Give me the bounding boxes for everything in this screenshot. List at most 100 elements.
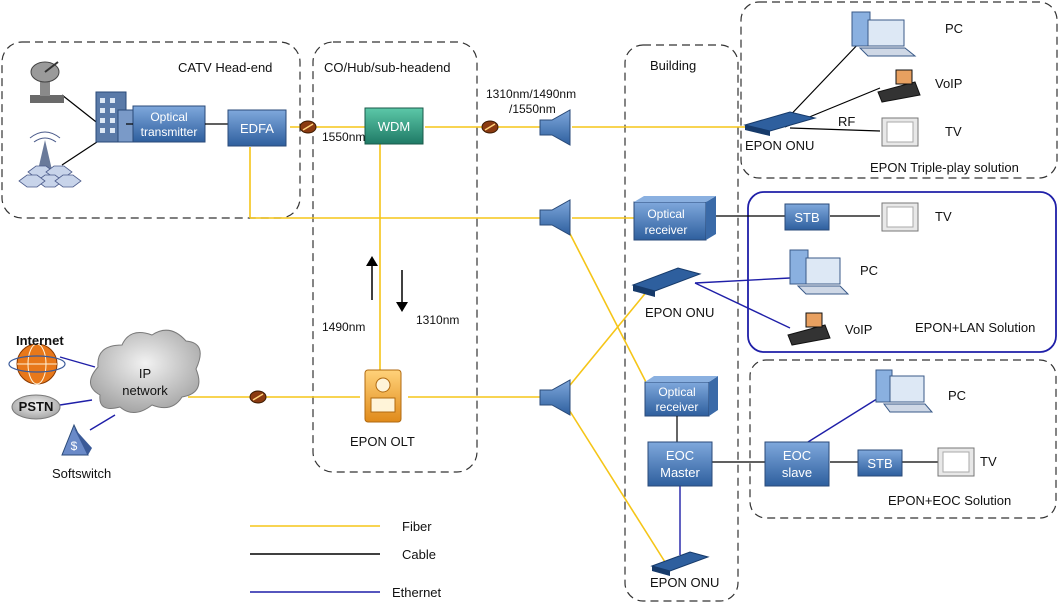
wdm[interactable]: WDM: [364, 107, 424, 145]
edfa[interactable]: EDFA: [227, 109, 287, 147]
cable-dish-building: [61, 94, 101, 126]
stb-lan[interactable]: STB: [784, 203, 830, 231]
legend-fiber-label: Fiber: [402, 519, 432, 534]
eth-onu-voip: [694, 282, 791, 329]
catv-headend-label: CATV Head-end: [178, 60, 272, 75]
eoc-master-line1: EOC: [666, 448, 694, 463]
epon-onu-mid-label: EPON ONU: [645, 305, 714, 320]
pstn-label: PSTN: [19, 399, 54, 414]
triple-wavelength-line1: 1310nm/1490nm: [486, 87, 576, 101]
eth-onu-pc: [694, 277, 791, 284]
ip-network-line1: IP: [139, 366, 151, 381]
fiber-connector-icon: [481, 120, 499, 134]
voip-lan-icon: [787, 312, 831, 346]
wavelength-1490: 1490nm: [322, 320, 365, 334]
stb-eoc[interactable]: STB: [857, 449, 903, 477]
stb-eoc-label: STB: [867, 456, 892, 471]
triple-wavelength-line2: /1550nm: [509, 102, 556, 116]
epon-onu-mid-icon[interactable]: [631, 267, 702, 297]
triple-play-label: EPON Triple-play solution: [870, 160, 1019, 175]
fiber-splitter3-onu-bottom: [565, 404, 666, 563]
softswitch-icon: $: [61, 423, 92, 456]
pc-lan-label: PC: [860, 263, 878, 278]
fiber-splitter3-onu-mid: [565, 289, 649, 391]
triple-play-group: EPON Triple-play solution: [740, 1, 1058, 179]
internet-label: Internet: [16, 333, 64, 348]
eth-slave-pc: [799, 396, 881, 448]
wavelength-1310: 1310nm: [416, 313, 459, 327]
epon-onu-bottom-label: EPON ONU: [650, 575, 719, 590]
legend-cable-label: Cable: [402, 547, 436, 562]
lan-solution-border: [747, 191, 1057, 353]
optical-receiver-2[interactable]: Optical receiver: [644, 376, 718, 417]
eoc-master-line2: Master: [660, 465, 700, 480]
optical-receiver-1-line2: receiver: [645, 223, 688, 237]
epon-onu-triple-label: EPON ONU: [745, 138, 814, 153]
wdm-label: WDM: [378, 119, 411, 134]
fiber-splitter2-receiver2: [565, 225, 649, 387]
tv-triple-label: TV: [945, 124, 962, 139]
eoc-slave-line1: EOC: [783, 448, 811, 463]
epon-olt-label: EPON OLT: [350, 434, 415, 449]
lan-solution-label: EPON+LAN Solution: [915, 320, 1035, 335]
pc-eoc-icon: [875, 369, 934, 413]
cable-onu-pc: [779, 39, 863, 127]
cable-tower-building: [61, 139, 101, 166]
optical-receiver-1[interactable]: Optical receiver: [633, 196, 716, 241]
ip-network-cloud-icon[interactable]: IP network: [90, 329, 201, 413]
tv-triple-icon: [881, 117, 919, 147]
lan-solution-group: EPON+LAN Solution: [747, 191, 1057, 353]
optical-transmitter-line1: Optical: [150, 110, 187, 124]
pc-eoc-label: PC: [948, 388, 966, 403]
legend-ethernet-label: Ethernet: [392, 585, 442, 600]
tv-eoc-icon: [937, 447, 975, 477]
building-group: Building: [624, 44, 739, 602]
eth-softswitch-ip: [89, 414, 116, 431]
epon-olt-icon[interactable]: [364, 369, 402, 423]
optical-transmitter-line2: transmitter: [141, 125, 198, 139]
internet-globe-icon: [8, 343, 66, 385]
pstn-cloud-icon: PSTN: [11, 394, 61, 420]
fiber-connector-icon: [249, 390, 267, 404]
headend-building-icon: [95, 91, 135, 143]
eoc-slave-line2: slave: [782, 465, 812, 480]
cell-tower-icon: [18, 131, 82, 188]
co-hub-label: CO/Hub/sub-headend: [324, 60, 450, 75]
pc-lan-icon: [789, 249, 850, 295]
eth-internet-ip: [59, 356, 96, 368]
splitter-icon: [539, 199, 571, 236]
stb-lan-label: STB: [794, 210, 819, 225]
voip-triple-label: VoIP: [935, 76, 962, 91]
cable-onu-tv: [789, 127, 881, 132]
tv-lan-label: TV: [935, 209, 952, 224]
optical-receiver-2-line2: receiver: [656, 400, 699, 414]
svg-text:$: $: [71, 439, 78, 453]
epon-onu-triple-icon[interactable]: [743, 111, 817, 136]
voip-triple-icon: [877, 69, 921, 103]
eoc-solution-group: EPON+EOC Solution: [749, 359, 1057, 519]
optical-receiver-2-line1: Optical: [658, 385, 695, 399]
tv-eoc-label: TV: [980, 454, 997, 469]
legend: Fiber Cable Ethernet: [250, 519, 442, 600]
eoc-master[interactable]: EOC Master: [647, 441, 713, 487]
voip-lan-label: VoIP: [845, 322, 872, 337]
edfa-label: EDFA: [240, 121, 274, 136]
wdm-in-wavelength: 1550nm: [322, 130, 365, 144]
splitter-icon: [539, 379, 571, 416]
eth-pstn-ip: [59, 399, 93, 406]
catv-headend-group: CATV Head-end: [1, 41, 301, 219]
splitter-icon: [539, 109, 571, 146]
ethernet-lines: [59, 277, 881, 555]
epon-onu-bottom-icon[interactable]: [650, 551, 710, 576]
ip-network-line2: network: [122, 383, 168, 398]
pc-triple-icon: [851, 11, 917, 57]
pc-triple-label: PC: [945, 21, 963, 36]
downstream-arrow-icon: [396, 270, 408, 312]
rf-label: RF: [838, 114, 855, 129]
softswitch-label: Softswitch: [52, 466, 111, 481]
optical-receiver-1-line1: Optical: [647, 207, 684, 221]
optical-transmitter[interactable]: Optical transmitter: [132, 105, 206, 143]
eoc-slave[interactable]: EOC slave: [764, 441, 830, 487]
fiber-lines: [188, 126, 748, 563]
satellite-dish-icon: [30, 61, 64, 103]
